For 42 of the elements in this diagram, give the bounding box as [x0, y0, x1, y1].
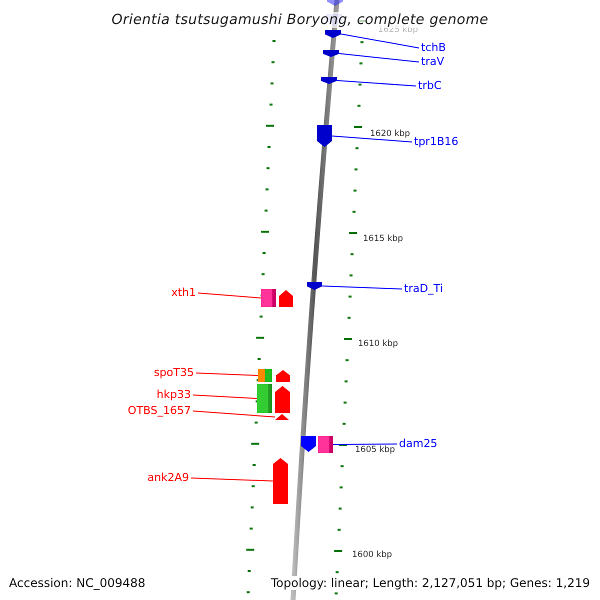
gene-box [318, 436, 333, 453]
leader-line [190, 478, 274, 482]
gene-box [258, 369, 272, 382]
gene-feature [307, 282, 322, 290]
gene-label: xth1 [171, 287, 196, 299]
leader-line [196, 372, 258, 376]
leader-line [192, 394, 258, 399]
scale-label: 1620 kbp [370, 129, 410, 139]
gene-label: ank2A9 [147, 472, 189, 484]
gene-label: traV [421, 56, 444, 68]
gene-feature [273, 458, 288, 504]
gene-label: spoT35 [154, 367, 194, 379]
gene-label: dam25 [399, 438, 438, 450]
gene-box [261, 289, 276, 307]
gene-label: OTBS_1657 [128, 405, 191, 417]
gene-label: tchB [421, 42, 446, 54]
gene-triangle [275, 414, 289, 420]
gene-feature [323, 50, 339, 57]
leader-line [198, 292, 262, 298]
scale-label: 1605 kbp [355, 445, 396, 455]
gene-label: tpr1B16 [414, 136, 458, 148]
leader-line [340, 34, 420, 48]
leader-line [338, 53, 420, 62]
gene-feature [321, 77, 337, 84]
leader-line [336, 80, 416, 86]
genome-summary: Topology: linear; Length: 2,127,051 bp; Genes: 1,219 [270, 576, 590, 590]
scale-label: 1610 kbp [358, 339, 398, 349]
gene-label: trbC [418, 80, 442, 92]
gene-box [257, 384, 272, 413]
leader-line [332, 444, 398, 445]
leader-line [322, 286, 402, 290]
gene-label: traD_Ti [404, 283, 443, 295]
accession-text: Accession: NC_009488 [9, 576, 146, 590]
leader-line [192, 410, 276, 418]
gene-label: hkp33 [156, 389, 191, 401]
title: Orientia tsutsugamushi Boryong, complete genome [112, 12, 488, 28]
scale-label: 1625 kbp [378, 25, 418, 35]
gene-feature [317, 125, 332, 147]
leader-line [332, 136, 412, 142]
scale-label: 1615 kbp [363, 234, 404, 244]
scale-label: 1600 kbp [352, 550, 392, 560]
gene-feature [325, 30, 341, 38]
